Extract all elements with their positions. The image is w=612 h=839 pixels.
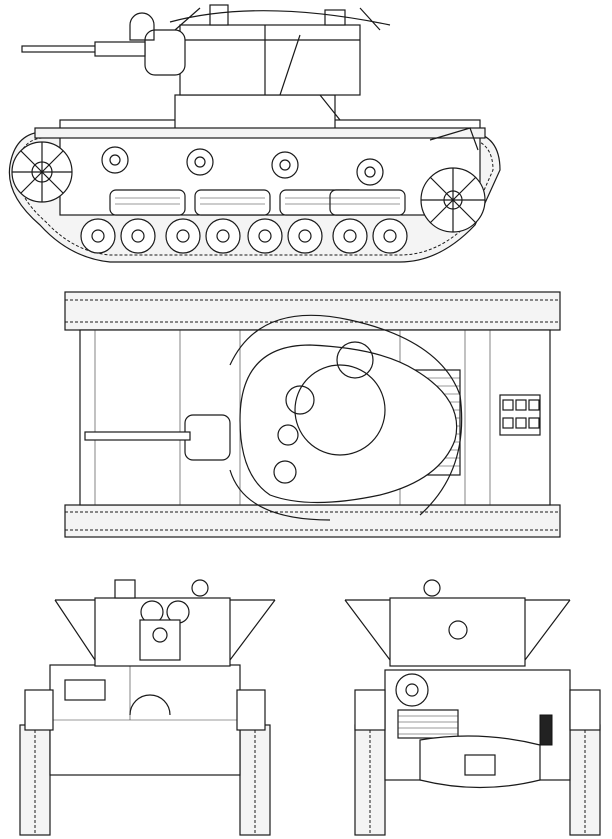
front-fender-right [236, 689, 266, 731]
top-handrail [229, 314, 463, 521]
side-view [8, 4, 501, 263]
top-gun-mantlet [184, 414, 231, 461]
rear-tow-plate [464, 754, 496, 776]
top-main-gun [84, 431, 191, 441]
rear-light [423, 579, 441, 597]
top-periscope [277, 424, 299, 446]
side-turret [129, 4, 391, 96]
rear-exhaust [419, 735, 541, 789]
rear-view [344, 579, 601, 836]
top-periscope-2 [273, 460, 297, 484]
front-handrails [54, 599, 276, 661]
side-road-wheels [80, 218, 408, 254]
rear-muffler [539, 714, 553, 746]
front-fender-left [24, 689, 54, 731]
rear-handrails [344, 599, 571, 661]
front-light [191, 579, 209, 597]
front-view [19, 579, 276, 836]
top-track-left [64, 291, 561, 331]
front-cupola [114, 579, 136, 599]
front-hatch [129, 694, 171, 716]
top-track-left-links [65, 299, 560, 323]
rear-grille [397, 709, 459, 739]
rear-fender-right [569, 689, 601, 731]
side-main-gun [21, 41, 146, 57]
rear-idler [395, 673, 429, 707]
side-idler-wheel [420, 167, 486, 233]
side-drive-sprocket [11, 141, 73, 203]
rear-fender-left [354, 689, 386, 731]
rear-idler-hub [405, 683, 419, 697]
side-handrail [279, 34, 341, 121]
top-ventilator [336, 341, 374, 379]
top-rear-box [499, 394, 541, 436]
top-track-right [64, 504, 561, 538]
side-suspension [109, 189, 406, 216]
top-view [64, 291, 561, 538]
rear-turret-port [448, 620, 468, 640]
top-turret-main [294, 364, 386, 456]
side-return-rollers [101, 146, 384, 186]
top-turret-hatch [285, 385, 315, 415]
front-visor [64, 679, 106, 701]
rear-turret [389, 597, 526, 667]
front-gun-muzzle [152, 627, 168, 643]
rear-grille-slats [398, 715, 458, 735]
side-rear-plate [429, 127, 479, 151]
side-fender [34, 127, 486, 139]
front-mantlet [139, 619, 181, 661]
top-rear-grid [502, 399, 540, 429]
top-track-right-links [65, 511, 560, 531]
